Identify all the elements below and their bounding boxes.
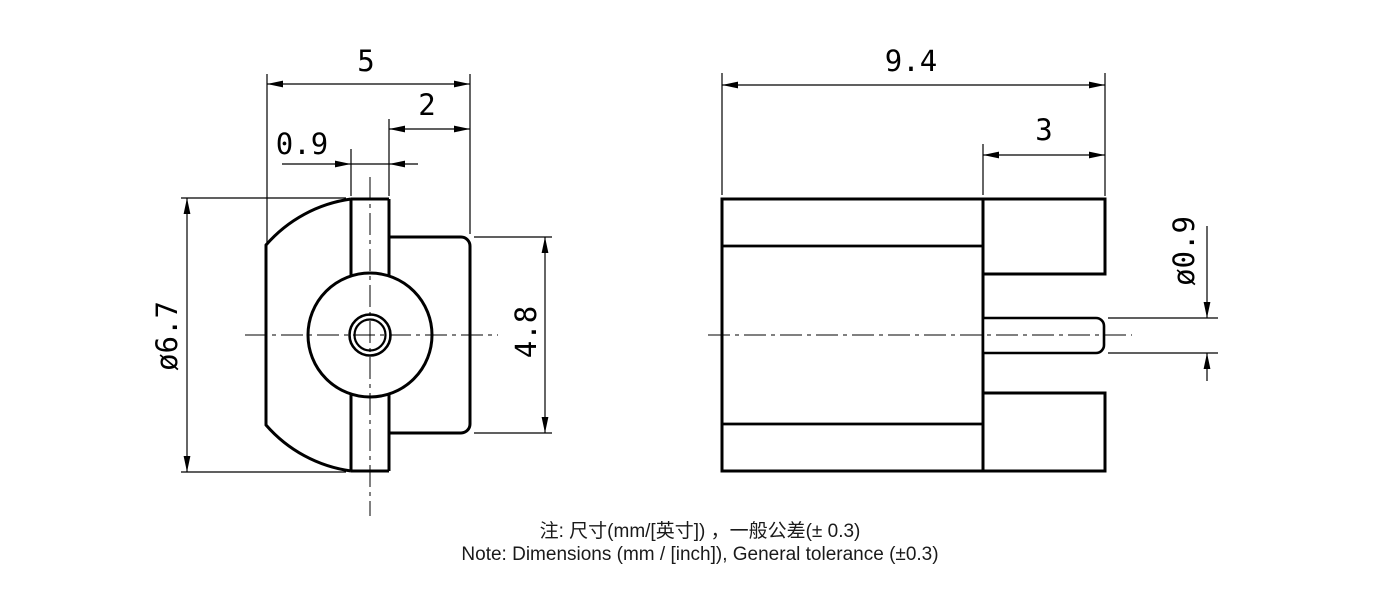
note-line-english: Note: Dimensions (mm / [inch]), General … — [461, 544, 939, 565]
arrow-left-icon — [983, 151, 999, 159]
arrow-up-icon — [183, 198, 191, 214]
side-view — [708, 197, 1132, 473]
dim-pin-diameter-label: ø0.9 — [1167, 216, 1201, 286]
dim-tab-width: 0.9 — [276, 127, 418, 196]
arrow-up-icon — [1203, 353, 1211, 369]
arrow-right-icon — [454, 125, 470, 133]
arrow-down-icon — [1203, 302, 1211, 318]
arrow-left-icon — [722, 81, 738, 89]
arrow-left-icon — [389, 125, 405, 133]
dim-overall-length: 9.4 — [721, 44, 1106, 196]
arrow-right-icon — [335, 160, 351, 168]
dim-overall-length-label: 9.4 — [885, 44, 937, 78]
dim-leg-length-lines — [982, 144, 1105, 195]
dim-flange-diameter-label: ø6.7 — [150, 301, 184, 371]
arrow-left-icon — [267, 80, 283, 88]
arrow-down-icon — [541, 417, 549, 433]
arrow-up-icon — [541, 237, 549, 253]
dim-step-depth-label: 2 — [418, 88, 435, 122]
dim-step-depth: 2 — [388, 88, 470, 196]
dim-flange-diameter-lines — [181, 197, 346, 473]
drawing-notes: 注: 尺寸(mm/[英寸]) ，一般公差(± 0.3) Note: Dimens… — [0, 520, 1400, 566]
front-view — [245, 177, 498, 516]
dim-pin-diameter: ø0.9 — [1108, 216, 1218, 381]
arrow-right-icon — [1089, 151, 1105, 159]
dim-tab-width-label: 0.9 — [276, 127, 328, 161]
dim-overall-width: 5 — [266, 44, 471, 243]
dim-pin-diameter-lines — [1108, 226, 1218, 381]
dim-leg-length-label: 3 — [1035, 113, 1052, 147]
dim-body-height-label: 4.8 — [509, 306, 543, 358]
side-view-dimensions: 9.4 3 ø0.9 — [721, 44, 1218, 381]
arrow-right-icon — [454, 80, 470, 88]
dim-body-height-lines — [474, 236, 552, 434]
dim-leg-length: 3 — [982, 113, 1105, 195]
dim-body-height: 4.8 — [474, 236, 552, 434]
note-line-chinese: 注: 尺寸(mm/[英寸]) ，一般公差(± 0.3) — [539, 521, 861, 542]
dim-flange-diameter: ø6.7 — [150, 197, 346, 473]
side-body-inner-edges — [722, 244, 983, 426]
arrow-left-icon — [389, 160, 405, 168]
bottom-mount-leg — [981, 391, 1107, 473]
arrow-down-icon — [183, 456, 191, 472]
dim-overall-width-label: 5 — [357, 44, 374, 78]
dim-overall-length-lines — [721, 73, 1106, 196]
dim-overall-width-lines — [266, 74, 471, 243]
front-view-dimensions: 5 2 0.9 ø6.7 — [150, 44, 552, 473]
top-mount-leg — [981, 197, 1107, 276]
arrow-right-icon — [1089, 81, 1105, 89]
